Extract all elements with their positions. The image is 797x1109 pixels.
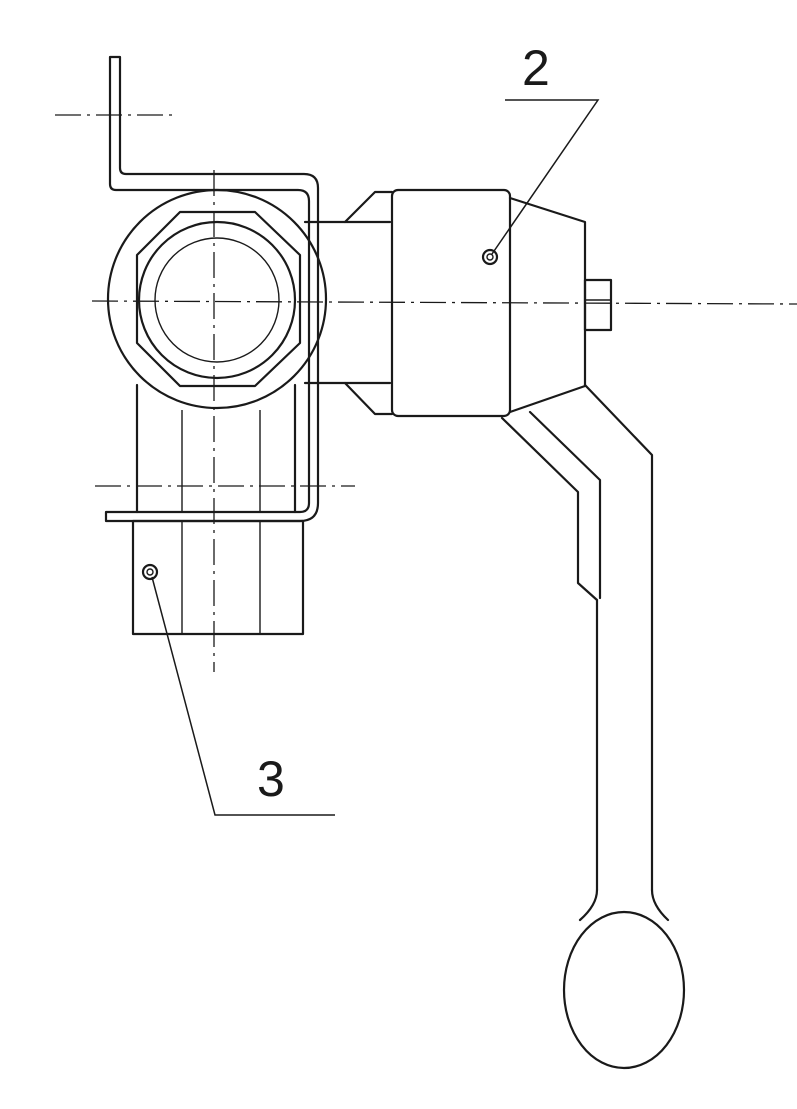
callout-2-label: 2 bbox=[522, 40, 550, 96]
actuator-housing bbox=[390, 188, 613, 418]
housing-cone bbox=[508, 196, 587, 414]
pipe-outer-circle bbox=[137, 220, 297, 380]
valve-outer-ring bbox=[106, 188, 328, 410]
lever-right-edge bbox=[583, 383, 654, 892]
lever-handle bbox=[500, 383, 686, 1070]
valve-body bbox=[106, 188, 328, 410]
lever-left-edge bbox=[500, 416, 599, 892]
screw-2 bbox=[481, 248, 499, 266]
center-line-horizontal-axis bbox=[91, 300, 797, 305]
housing-cylinder bbox=[390, 188, 512, 418]
lever-knob bbox=[562, 910, 686, 1070]
callout-3-label: 3 bbox=[257, 751, 285, 807]
callout-2-leader bbox=[491, 99, 600, 255]
callout-2: 2 bbox=[491, 40, 600, 255]
pipe-bore-circle bbox=[154, 237, 280, 363]
lower-block bbox=[131, 383, 305, 636]
shaft-stub bbox=[583, 278, 613, 332]
callout-3-leader bbox=[151, 576, 335, 816]
screw-3 bbox=[141, 563, 159, 581]
wire-bracket bbox=[104, 55, 320, 523]
callout-3: 3 bbox=[151, 576, 335, 816]
lower-block-body bbox=[131, 519, 305, 636]
center-lines bbox=[55, 114, 797, 672]
neck bbox=[303, 190, 394, 416]
hex-nut bbox=[135, 210, 302, 388]
